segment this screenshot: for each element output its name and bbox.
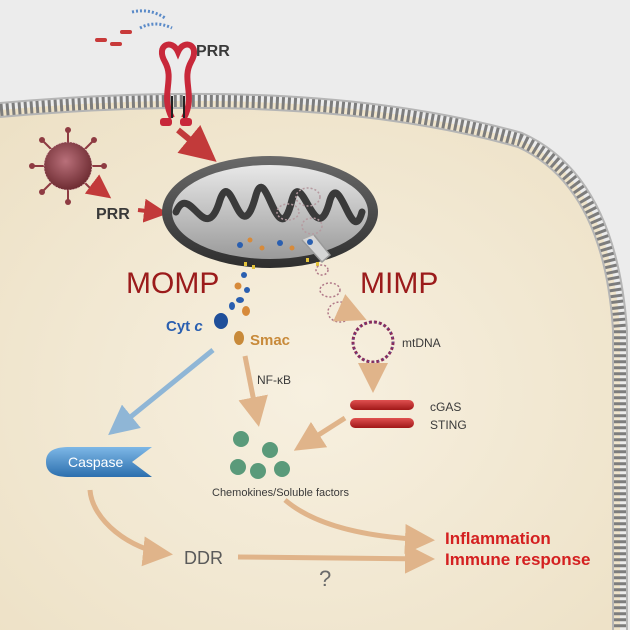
pathway-arrows (87, 294, 435, 574)
cgas-icon (350, 400, 414, 410)
cell-membrane (0, 93, 627, 630)
sting-label: STING (430, 418, 467, 432)
mimp-label: MIMP (360, 267, 438, 300)
chemokine-icons (230, 431, 290, 479)
prr-receptor-icon (158, 41, 198, 126)
inflammation-label: Inflammation (445, 529, 551, 548)
caspase-icon (46, 447, 152, 477)
cyt-c-icon (214, 313, 228, 329)
momp-label: MOMP (126, 267, 219, 300)
mitochondrion-icon (162, 156, 378, 269)
nfkb-label: NF-κB (257, 373, 291, 387)
smac-label: Smac (250, 332, 290, 349)
caspase-label: Caspase (68, 454, 123, 470)
cgas-label: cGAS (430, 400, 461, 414)
sting-icon (350, 418, 414, 428)
immune-response-label: Immune response (445, 550, 591, 569)
chemokines-label: Chemokines/Soluble factors (212, 487, 349, 499)
prr-left-label: PRR (96, 206, 130, 223)
question-mark: ? (319, 566, 331, 591)
virus-icon (29, 127, 107, 205)
smac-icon (234, 331, 244, 345)
pamp-molecules (95, 9, 173, 46)
cytoplasm (0, 100, 620, 630)
cyt-c-label: Cyt c (166, 318, 203, 335)
released-proteins (229, 272, 250, 316)
ddr-label: DDR (184, 548, 223, 568)
prr-top-label: PRR (196, 43, 230, 60)
mtdna-label: mtDNA (402, 336, 441, 350)
